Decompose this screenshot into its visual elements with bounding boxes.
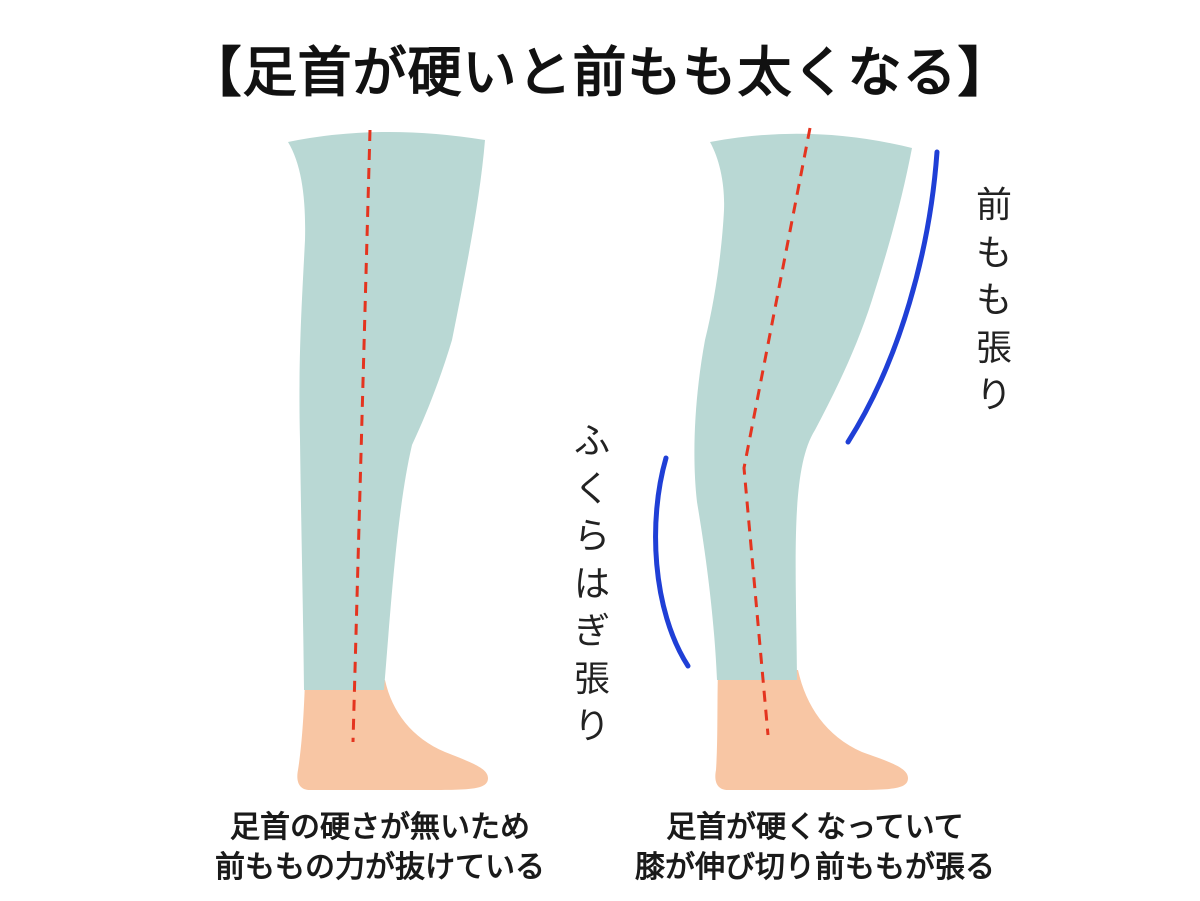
left-foot (297, 680, 488, 790)
calf-label-char: く (573, 468, 610, 510)
thigh-label-char: り (975, 375, 1012, 417)
thigh-label-char: 前 (975, 185, 1012, 226)
calf-label-char: は (573, 563, 610, 605)
left-caption-line-1: 足首の硬さが無いため (230, 810, 530, 845)
thigh-label-char: も (975, 232, 1012, 274)
calf-label-char: 張 (573, 658, 610, 700)
left-leg-figure (288, 129, 488, 790)
right-caption: 足首が硬くなっていて 膝が伸び切り前ももが張る (575, 808, 1055, 888)
thigh-tension-line (845, 149, 940, 445)
left-axis-line (351, 129, 372, 743)
calf-tension-label: ふくらはぎ張り (568, 418, 616, 751)
left-caption: 足首の硬さが無いため 前ももの力が抜けている (140, 808, 620, 888)
left-leg (288, 131, 485, 690)
calf-tension-line (653, 455, 691, 669)
right-axis-line (742, 127, 812, 736)
thigh-label-char: も (975, 280, 1012, 322)
right-leg (694, 133, 912, 680)
right-leg-figure (653, 127, 940, 790)
thigh-label-char: 張 (975, 327, 1012, 369)
right-caption-line-1: 足首が硬くなっていて (666, 810, 964, 845)
calf-label-char: ぎ (573, 611, 610, 653)
calf-label-char: り (573, 706, 610, 748)
calf-label-char: ふ (573, 421, 610, 462)
left-caption-line-2: 前ももの力が抜けている (215, 850, 545, 885)
thigh-tension-label: 前もも張り (970, 182, 1018, 420)
calf-label-char: ら (573, 516, 610, 558)
right-caption-line-2: 膝が伸び切り前ももが張る (635, 850, 995, 885)
page-title: 【足首が硬いと前もも太くなる】 (187, 41, 1013, 104)
right-foot (715, 670, 908, 790)
